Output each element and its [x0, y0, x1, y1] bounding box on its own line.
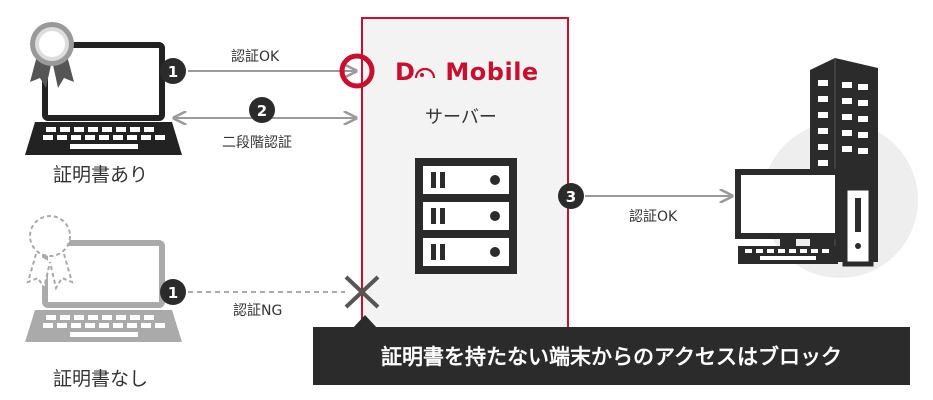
step1-ng-number: 1 — [168, 284, 178, 302]
missing-certificate-icon — [26, 215, 74, 291]
brand-prefix: D — [395, 58, 416, 86]
step1-label: 認証OK — [231, 49, 280, 65]
step1-badge — [160, 58, 186, 84]
step2-badge — [249, 97, 275, 123]
step3-number: 3 — [566, 188, 576, 206]
laptop-without-cert-icon — [25, 240, 182, 342]
blocked-x-icon — [344, 275, 380, 309]
banner-pointer — [352, 315, 378, 329]
step3-badge — [558, 183, 584, 209]
certificate-badge-icon — [30, 22, 74, 88]
brand-logo: D Mobile — [395, 58, 539, 86]
step1-ng-badge — [160, 279, 186, 305]
with-cert-caption: 証明書あり — [53, 164, 149, 186]
entry-ring-icon — [339, 53, 375, 89]
server-rack-icon — [415, 158, 517, 274]
server-label: サーバー — [425, 107, 497, 128]
block-notice-banner: 証明書を持たない端末からのアクセスはブロック — [313, 327, 910, 385]
step2-label: 二段階認証 — [222, 135, 292, 151]
step3-label: 認証OK — [629, 209, 678, 225]
step1-ng-label: 認証NG — [233, 303, 283, 319]
brand-mark-icon — [414, 67, 436, 79]
laptop-with-cert-icon — [25, 42, 182, 155]
brand-suffix: Mobile — [445, 58, 539, 86]
step2-number: 2 — [257, 102, 267, 120]
step1-number: 1 — [168, 63, 178, 81]
block-notice-text: 証明書を持たない端末からのアクセスはブロック — [381, 345, 842, 369]
desktop-pc-icon — [735, 169, 874, 267]
without-cert-caption: 証明書なし — [53, 368, 149, 390]
